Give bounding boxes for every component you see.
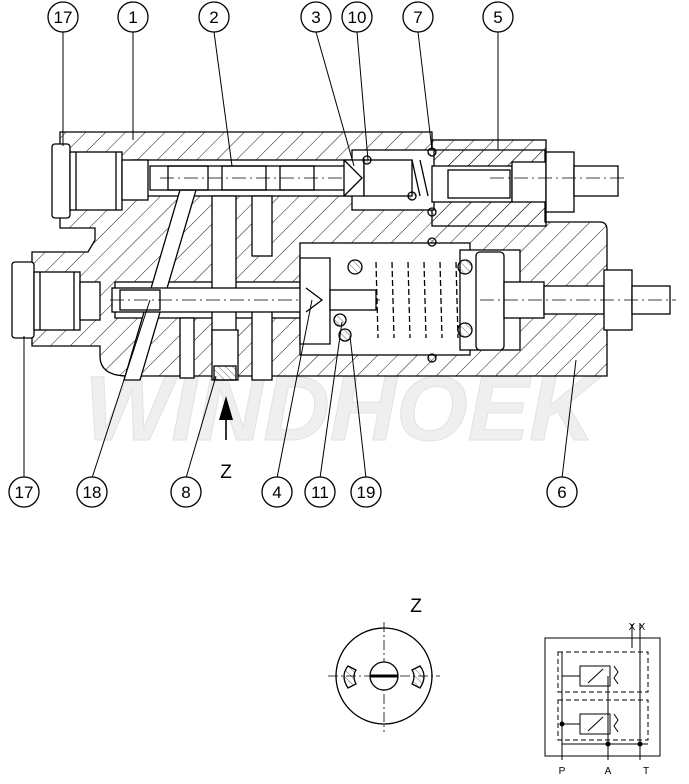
svg-text:7: 7	[413, 8, 422, 27]
valve-section-view	[11, 131, 676, 381]
callout-19: 19	[350, 476, 382, 508]
callout-5: 5	[482, 1, 514, 33]
svg-text:4: 4	[272, 483, 281, 502]
port-p: P	[559, 766, 566, 777]
callout-18: 18	[76, 476, 108, 508]
callout-8: 8	[170, 476, 202, 508]
callout-11: 11	[304, 476, 336, 508]
svg-text:10: 10	[348, 8, 367, 27]
detail-view-label: Z	[410, 596, 422, 617]
svg-text:8: 8	[181, 483, 190, 502]
callout-4: 4	[261, 476, 293, 508]
port-a: A	[605, 766, 612, 777]
svg-text:2: 2	[209, 8, 218, 27]
svg-text:6: 6	[557, 483, 566, 502]
callouts-top: 17 1 2 3 10 7 5	[47, 1, 514, 33]
callout-6: 6	[546, 476, 578, 508]
svg-text:3: 3	[311, 8, 320, 27]
port-t: T	[643, 766, 649, 777]
pilot-port-x1: X	[629, 622, 636, 633]
pilot-port-x2: X	[639, 622, 646, 633]
callout-1: 1	[117, 1, 149, 33]
svg-text:5: 5	[493, 8, 502, 27]
svg-text:11: 11	[311, 483, 329, 502]
leader-lines	[23, 31, 577, 479]
callout-10: 10	[341, 1, 373, 33]
callouts-bottom: 17 18 8 4 11 19 6	[8, 476, 578, 508]
callout-17-bottom: 17	[8, 476, 40, 508]
hydraulic-schematic: P A T X X	[544, 622, 661, 777]
svg-text:17: 17	[54, 8, 73, 27]
svg-text:17: 17	[15, 483, 34, 502]
view-arrow-label: Z	[220, 462, 232, 483]
view-arrow-z: Z	[219, 396, 233, 483]
callout-3: 3	[300, 1, 332, 33]
callout-7: 7	[402, 1, 434, 33]
svg-text:18: 18	[83, 483, 102, 502]
svg-text:1: 1	[128, 8, 137, 27]
callout-2: 2	[198, 1, 230, 33]
detail-view-z: Z	[328, 596, 440, 732]
svg-text:19: 19	[357, 483, 376, 502]
callout-17-top: 17	[47, 1, 79, 33]
